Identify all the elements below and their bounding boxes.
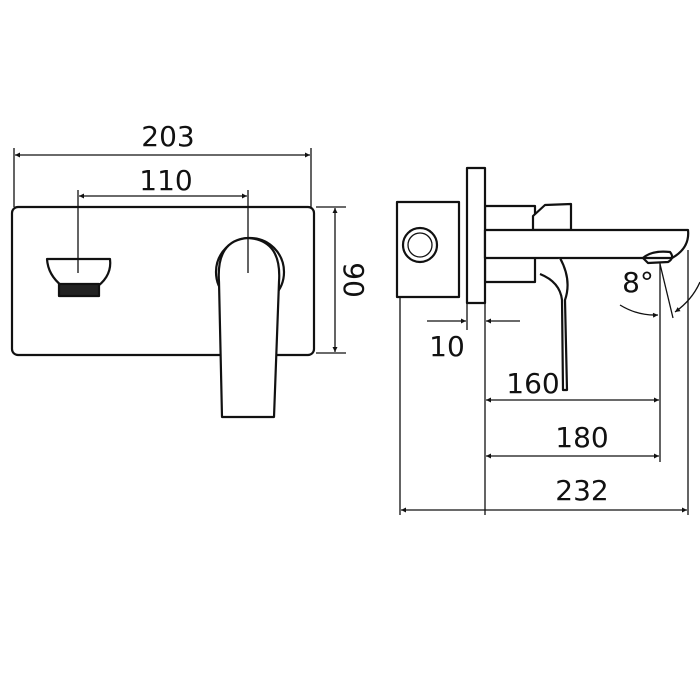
- handle-top: [531, 202, 573, 232]
- angle-arc: [619, 304, 659, 318]
- spout-aerator: [641, 250, 674, 265]
- angle-label-8deg: 8°: [622, 266, 654, 299]
- dim-label-180: 180: [555, 421, 608, 454]
- wall-plate: [465, 166, 487, 305]
- spout: [483, 228, 690, 260]
- cover-plate: [10, 205, 316, 357]
- dim-label-110: 110: [139, 164, 192, 197]
- aerator: [57, 282, 101, 298]
- dim-label-232: 232: [555, 474, 608, 507]
- dim-label-90: 90: [337, 262, 370, 298]
- cartridge: [401, 226, 439, 264]
- dim-label-10: 10: [429, 330, 465, 363]
- side-view: 10 160 180 232 8°: [395, 166, 700, 515]
- lever-blade: [539, 257, 569, 392]
- dim-label-160: 160: [506, 367, 559, 400]
- front-view: 203 110 90: [10, 120, 370, 419]
- mixing-box: [395, 200, 461, 299]
- dim-label-203: 203: [141, 120, 194, 153]
- lever-handle: [217, 236, 281, 419]
